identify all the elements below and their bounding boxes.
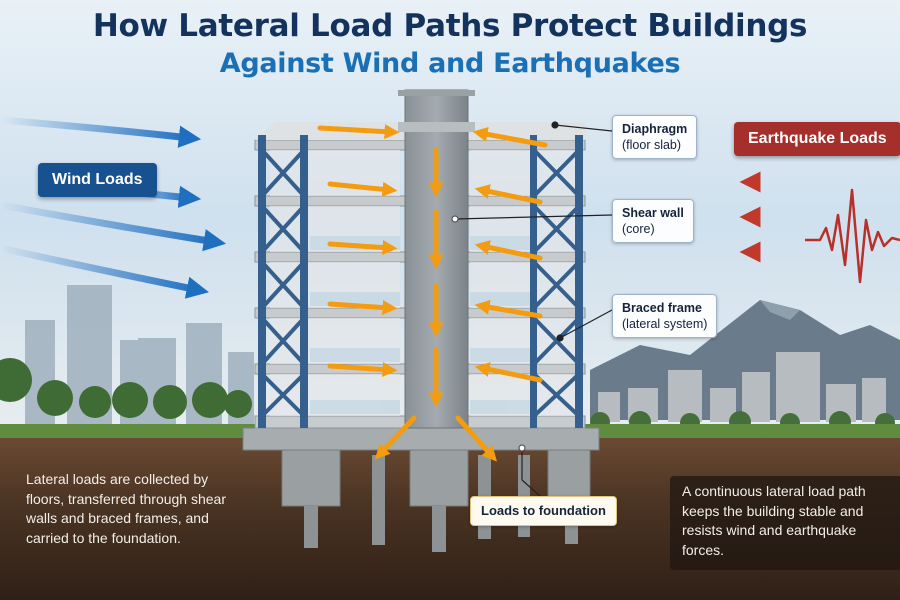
- braced-frame-subtitle: (lateral system): [622, 317, 708, 331]
- left-description: Lateral loads are collected by floors, t…: [26, 471, 226, 546]
- title-line-2: Against Wind and Earthquakes: [219, 48, 681, 79]
- callout-leaders: [451, 121, 613, 497]
- earthquake-loads-badge: Earthquake Loads: [734, 122, 900, 156]
- load-arrows: [317, 124, 548, 462]
- diaphragm-subtitle: (floor slab): [622, 138, 682, 152]
- right-city-skyline: [598, 352, 886, 422]
- braced-frame-callout: Braced frame (lateral system): [612, 294, 718, 338]
- shear-wall-subtitle: (core): [622, 222, 655, 236]
- shear-wall-title: Shear wall: [622, 206, 684, 220]
- braced-frame-title: Braced frame: [622, 301, 702, 315]
- bracing: [260, 148, 581, 418]
- diaphragm-title: Diaphragm: [622, 122, 688, 136]
- left-trees: [0, 358, 252, 419]
- left-city-skyline: [25, 285, 254, 430]
- title-line-1: How Lateral Load Paths Protect Buildings: [92, 8, 808, 44]
- foundation-callout: Loads to foundation: [470, 496, 617, 526]
- shear-wall-callout: Shear wall (core): [612, 199, 694, 243]
- wind-loads-badge: Wind Loads: [38, 163, 157, 197]
- seismograph-wave-icon: [805, 188, 900, 284]
- diaphragm-callout: Diaphragm (floor slab): [612, 115, 698, 159]
- earthquake-arrows: [739, 171, 809, 263]
- mountains: [590, 300, 900, 420]
- right-description: A continuous lateral load path keeps the…: [670, 476, 900, 570]
- wind-arrows: [0, 116, 227, 299]
- steel-columns: [258, 135, 583, 428]
